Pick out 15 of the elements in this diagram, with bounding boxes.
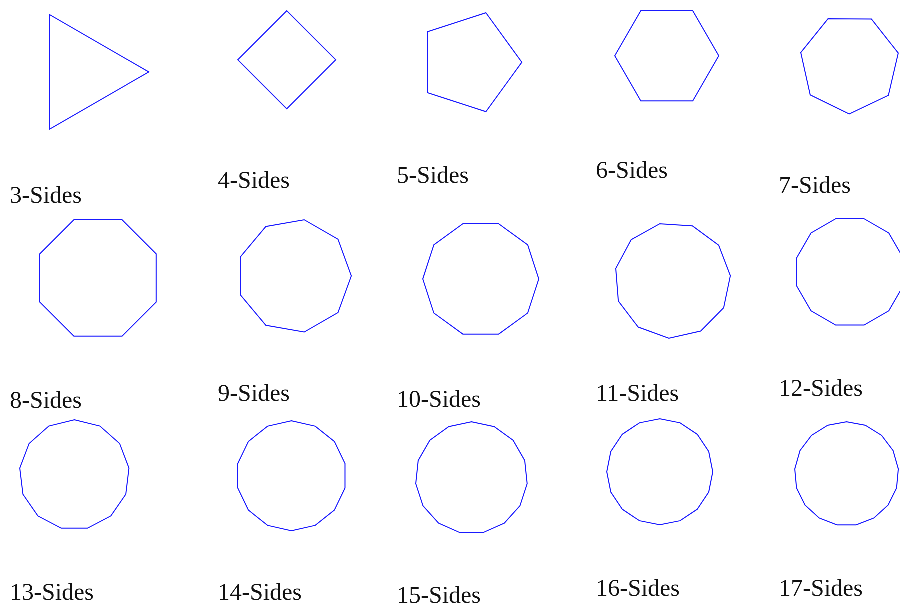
polygon-label: 11-Sides [596,382,680,406]
polygon-label: 15-Sides [397,584,481,604]
polygon-label: 10-Sides [397,388,481,412]
polygon-label: 4-Sides [218,169,290,193]
polygon-label: 16-Sides [596,577,680,601]
polygon-label: 5-Sides [397,164,469,188]
polygon-label: 8-Sides [10,389,82,413]
polygon-label: 12-Sides [779,377,863,401]
polygon-label: 14-Sides [218,581,302,604]
polygon-label: 7-Sides [779,174,851,198]
polygon-label: 3-Sides [10,184,82,208]
polygon-label: 17-Sides [779,577,863,601]
polygon-label: 9-Sides [218,382,290,406]
polygon-label: 13-Sides [10,581,94,604]
polygon-label: 6-Sides [596,159,668,183]
